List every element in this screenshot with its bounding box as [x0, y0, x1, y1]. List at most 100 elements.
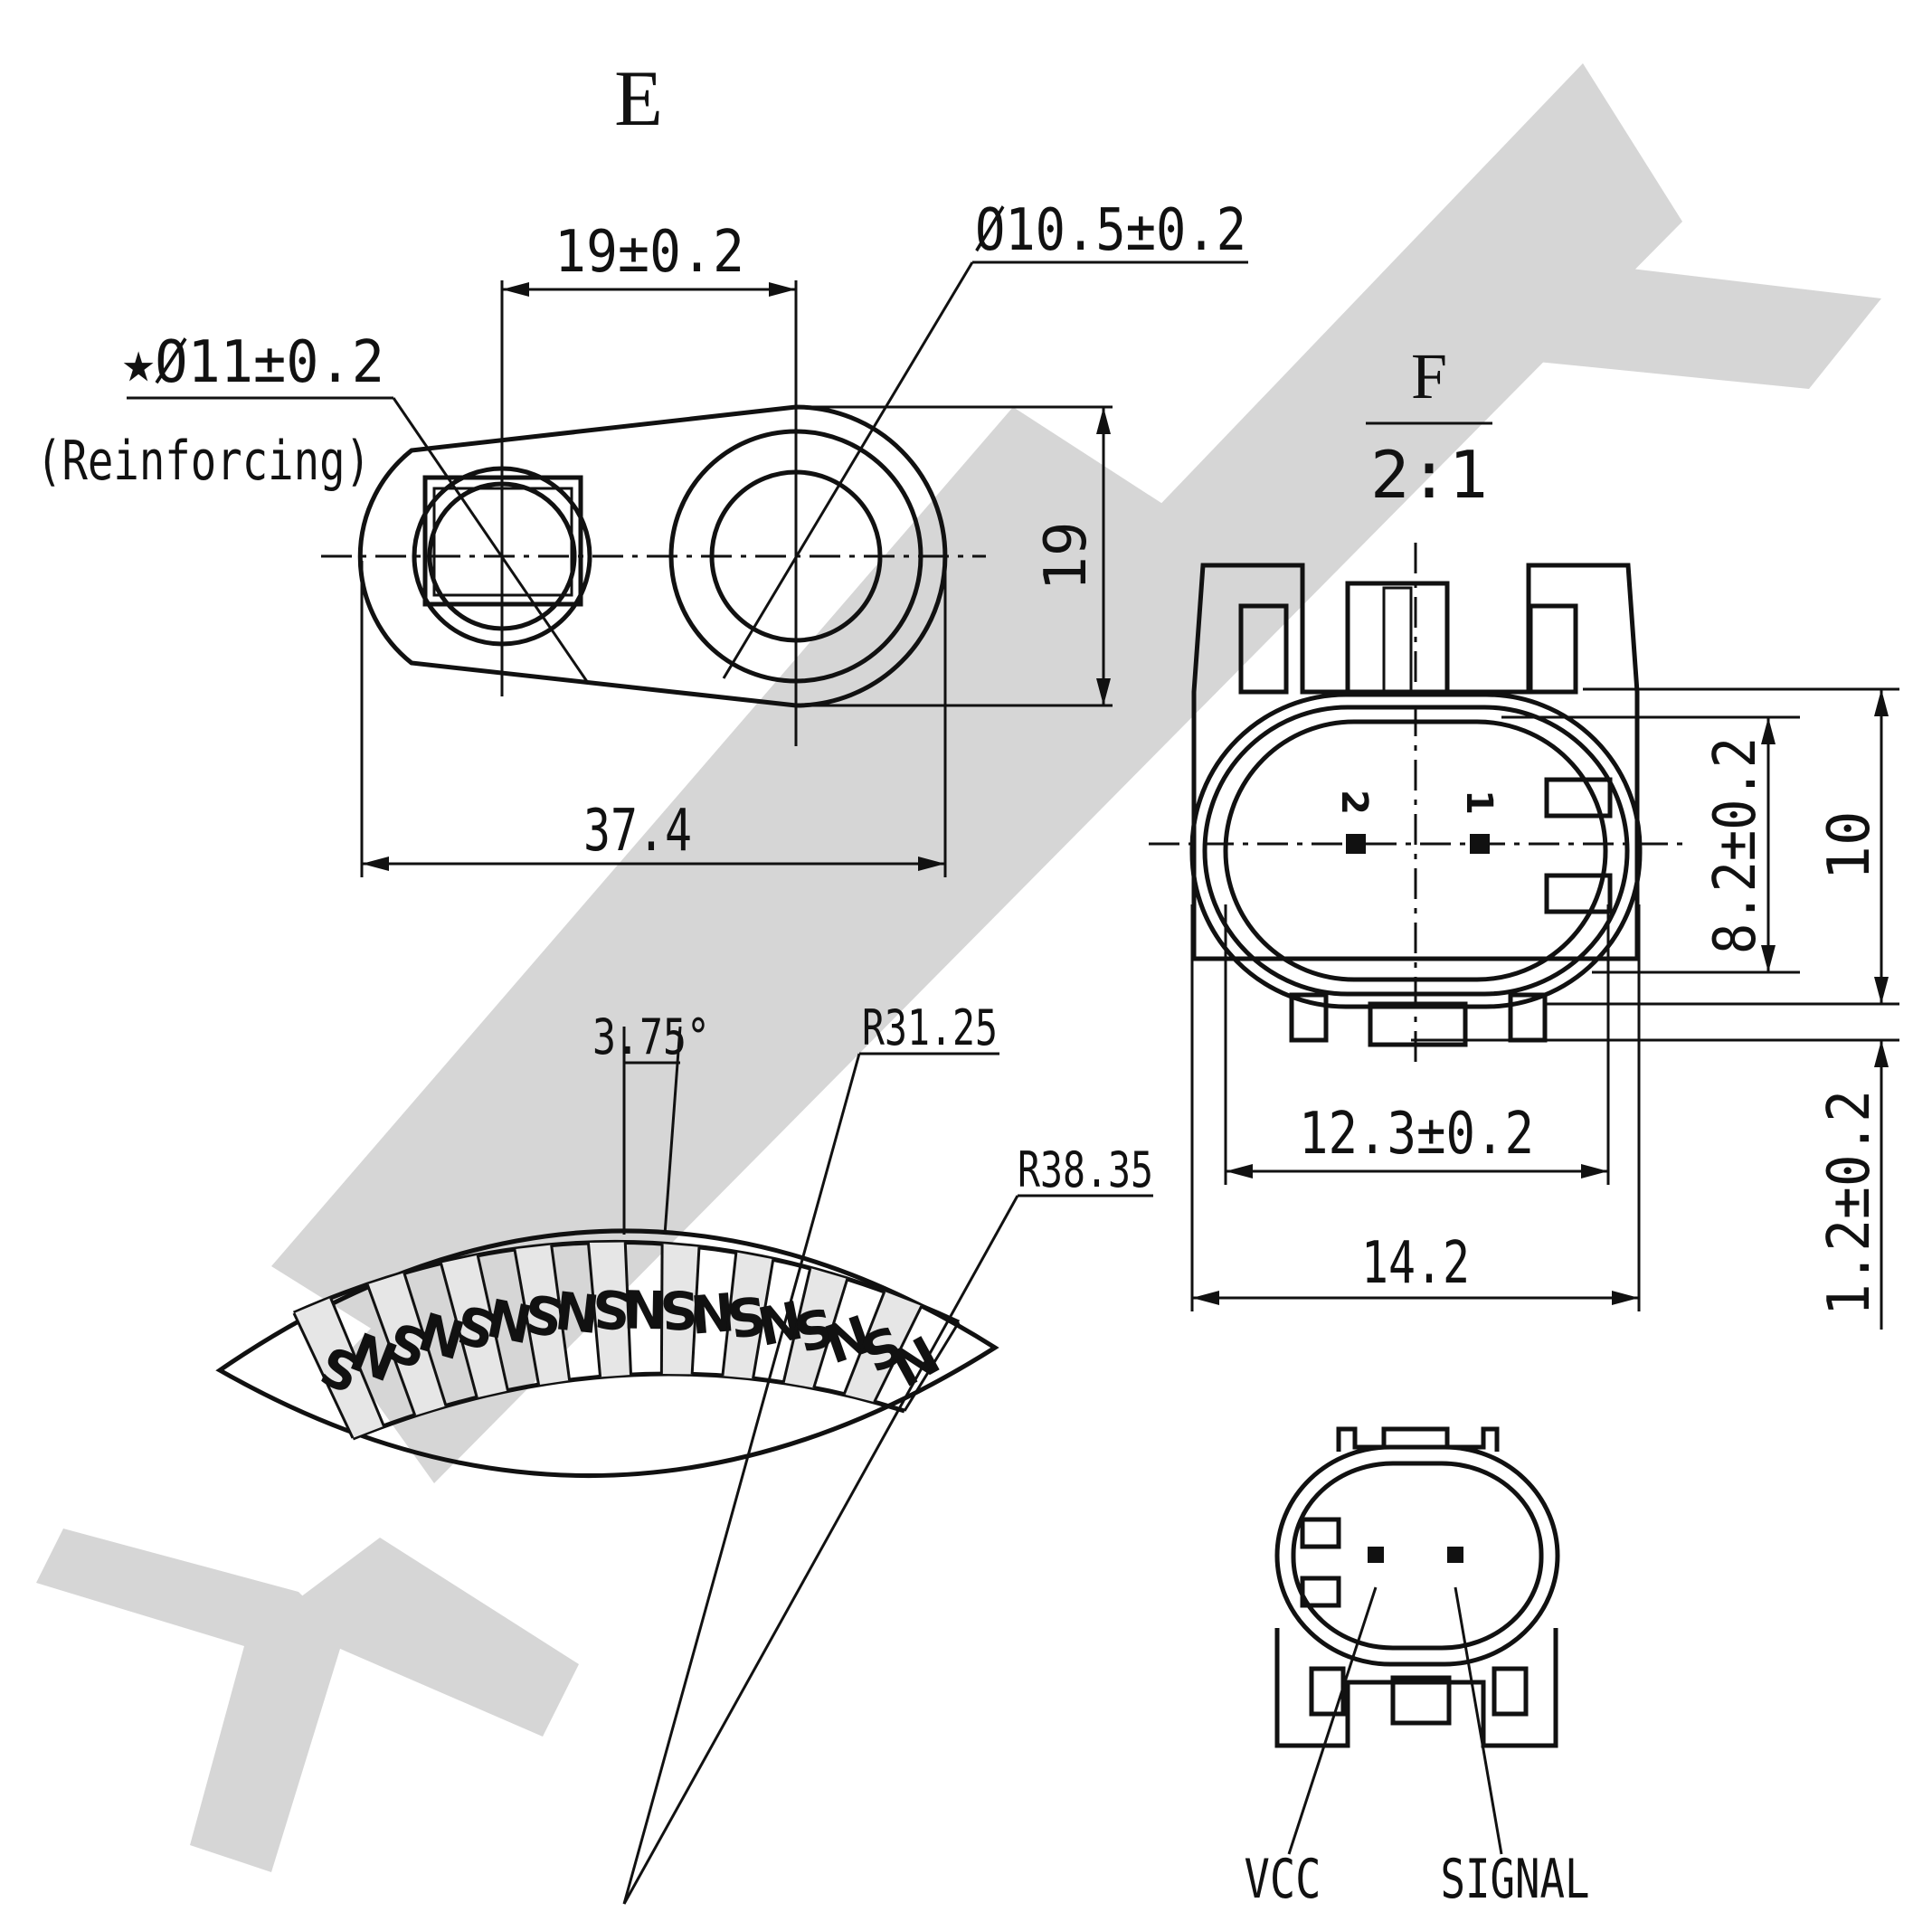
connector-front-seal-inner: [1291, 1461, 1544, 1651]
arrow-142-right: [1612, 1291, 1639, 1305]
latch-right: [1528, 603, 1578, 695]
pole-divider: [873, 1305, 923, 1403]
connector-front-body: [1274, 1628, 1558, 1748]
center-key: [1345, 581, 1450, 695]
pole-divider: [586, 1242, 602, 1377]
pole-divider: [781, 1267, 812, 1383]
pole-segment-shade: [440, 1254, 508, 1398]
arrow-12-up: [1874, 1040, 1889, 1067]
pole-divider: [812, 1278, 849, 1388]
pole-divider: [440, 1263, 478, 1398]
arrow-right: [769, 282, 796, 297]
foot-left: [1289, 992, 1329, 1043]
pole-divider: [292, 1312, 355, 1439]
arrow-123-right: [1581, 1164, 1608, 1178]
pole-label: S: [591, 1277, 632, 1341]
dim-foot: 1.2±0.2: [1816, 1090, 1883, 1316]
leader-vcc: [1287, 1586, 1378, 1855]
pole-segment-shade: [722, 1252, 773, 1379]
magnet-lens: [215, 1228, 999, 1479]
connector-front-foot-center: [1390, 1675, 1452, 1726]
leader-r31: [622, 1053, 861, 1905]
latch-left: [1238, 603, 1289, 695]
arrow-10-down: [1874, 977, 1889, 1004]
dim-hole-spacing: 19±0.2: [554, 219, 744, 286]
arrow-right-2: [918, 857, 945, 871]
dim-inner-radius: R31.25: [862, 999, 998, 1056]
pole-divider: [659, 1244, 664, 1375]
note-small-hole: (Reinforcing): [36, 430, 371, 493]
pole-segment-shade: [661, 1244, 699, 1375]
arrow-up: [1096, 407, 1111, 434]
dim-height: 19: [1033, 521, 1100, 591]
label-vcc: VCC: [1245, 1848, 1321, 1911]
angle-ext-right: [663, 1026, 682, 1235]
dim-body-height: 10: [1816, 810, 1883, 880]
connector-front-foot-right: [1492, 1666, 1529, 1717]
pole-label: S: [658, 1278, 698, 1340]
connector-front: VCC SIGNAL: [1245, 1426, 1590, 1911]
view-f-scale: 2:1: [1370, 437, 1488, 513]
leader-r38: [622, 1195, 1019, 1905]
connector-front-key-1: [1300, 1517, 1341, 1549]
leader-large-hole: [722, 261, 974, 679]
pole-label: N: [622, 1277, 668, 1339]
key-bottom: [1544, 873, 1613, 914]
dim-length: 37.4: [583, 798, 692, 865]
arrow-left-2: [362, 857, 389, 871]
leader-signal: [1454, 1586, 1503, 1855]
label-signal: SIGNAL: [1441, 1848, 1590, 1911]
pole-segment-shade: [783, 1268, 848, 1388]
dim-inner-width: 12.3±0.2: [1299, 1101, 1534, 1168]
pole-divider: [476, 1254, 509, 1391]
pole-divider: [623, 1242, 632, 1376]
view-e-label: E: [614, 55, 663, 143]
pole-divider: [903, 1321, 961, 1412]
pole-label: S: [724, 1283, 770, 1349]
pole-segment-shade: [294, 1298, 384, 1438]
pin-2-label: 2: [1333, 790, 1375, 815]
connector-front-seal-outer: [1274, 1444, 1560, 1667]
dim-pin-area: 8.2±0.2: [1702, 737, 1769, 954]
view-f-label: F: [1411, 340, 1447, 412]
connector-front-top: [1336, 1426, 1500, 1452]
pole-divider: [513, 1248, 541, 1386]
arrow-down: [1096, 678, 1111, 705]
pole-divider: [365, 1283, 417, 1416]
connector-front-foot-left: [1309, 1666, 1346, 1717]
pin-signal: [1447, 1547, 1463, 1563]
foot-center: [1368, 1001, 1468, 1047]
arrow-10-up: [1874, 689, 1889, 716]
arrow-82-up: [1761, 717, 1776, 744]
arrow-82-down: [1761, 945, 1776, 972]
key-top: [1544, 777, 1613, 819]
pole-divider: [690, 1246, 701, 1375]
dim-angle: 3.75°: [592, 1008, 710, 1065]
view-e: E 19±0.2 Ø10.5±0.2 ★Ø11±0.2 (Reinforcing…: [36, 55, 1248, 877]
leader-small-hole: [392, 397, 590, 684]
dim-small-hole: ★Ø11±0.2: [122, 329, 384, 396]
arrow-left: [502, 282, 529, 297]
pole-divider: [402, 1272, 448, 1406]
center-key-slot: [1382, 586, 1413, 694]
bracket-outline: [357, 404, 948, 708]
dim-outer-radius: R38.35: [1018, 1141, 1153, 1198]
pole-divider: [842, 1291, 886, 1396]
connector-front-key-2: [1300, 1576, 1341, 1608]
pole-divider: [721, 1252, 738, 1377]
pole-segment-shade: [588, 1242, 631, 1377]
pole-segment-shade: [844, 1291, 922, 1403]
pin-1-label: 1: [1458, 790, 1500, 815]
pole-divider: [329, 1297, 385, 1427]
dim-large-hole: Ø10.5±0.2: [975, 197, 1246, 264]
view-f: F 2:1 2 1 8.2±0.2: [1149, 340, 1899, 1330]
pole-segment-shade: [367, 1273, 447, 1415]
pole-divider: [752, 1258, 775, 1379]
arrow-142-left: [1192, 1291, 1219, 1305]
pole-divider: [550, 1245, 572, 1381]
arrow-123-left: [1226, 1164, 1253, 1178]
pin-vcc: [1368, 1547, 1384, 1563]
pole-label: S: [520, 1282, 567, 1349]
